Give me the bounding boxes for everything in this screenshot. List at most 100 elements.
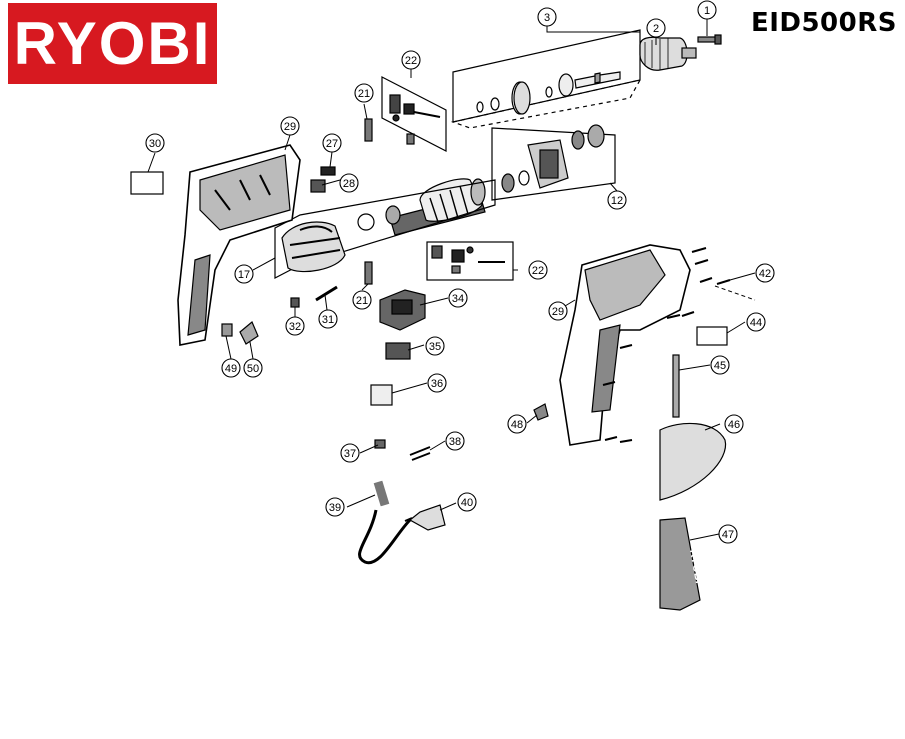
callout-number: 29: [284, 121, 296, 133]
callout-number: 34: [452, 293, 464, 305]
callout-number: 21: [356, 295, 368, 307]
callout-number: 21: [358, 88, 370, 100]
gearbox-assembly-group: [450, 29, 642, 129]
callout-number: 50: [247, 363, 259, 375]
switch-module: [385, 342, 411, 360]
callout-42: 42: [755, 263, 775, 283]
callout-47: 47: [718, 524, 738, 544]
callout-circle: [221, 358, 241, 378]
callout-number: 38: [449, 436, 461, 448]
callout-number: 29: [552, 306, 564, 318]
callout-circle: [718, 524, 738, 544]
long-screw: [315, 285, 338, 302]
callout-29: 29: [548, 301, 568, 321]
callout-17: 17: [234, 264, 254, 284]
callout-circle: [607, 190, 627, 210]
callout-circle: [318, 309, 338, 329]
callout-45: 45: [710, 355, 730, 375]
direction-selector: [221, 323, 233, 337]
callout-35: 35: [425, 336, 445, 356]
capacitor: [370, 384, 393, 406]
callout-39: 39: [325, 497, 345, 517]
callout-number: 47: [722, 529, 734, 541]
callout-circle: [427, 373, 447, 393]
brush-holder-kit-lower: [426, 241, 514, 281]
callout-number: 3: [544, 12, 550, 24]
callout-circle: [339, 173, 359, 193]
callout-number: 30: [149, 138, 161, 150]
callout-32: 32: [285, 316, 305, 336]
handle-clamp: [659, 422, 727, 501]
callout-circle: [507, 414, 527, 434]
callout-46: 46: [724, 414, 744, 434]
callout-34: 34: [448, 288, 468, 308]
nut: [290, 297, 300, 308]
chuck-screw: [697, 34, 722, 45]
callout-49: 49: [221, 358, 241, 378]
model-number: EID500RS: [750, 8, 897, 38]
callout-number: 44: [750, 317, 762, 329]
callout-circle: [425, 336, 445, 356]
callout-38: 38: [445, 431, 465, 451]
callout-21: 21: [352, 290, 372, 310]
callout-27: 27: [322, 133, 342, 153]
field-coil: [281, 221, 346, 273]
callout-number: 27: [326, 138, 338, 150]
callout-30: 30: [145, 133, 165, 153]
callout-circle: [710, 355, 730, 375]
armature-field-group: [274, 179, 496, 279]
callout-number: 2: [653, 23, 659, 35]
callout-number: 46: [728, 419, 740, 431]
callout-circle: [280, 116, 300, 136]
callout-circle: [354, 83, 374, 103]
callout-circle: [445, 431, 465, 451]
bearing-cover-group: [491, 124, 616, 201]
trigger-switch: [379, 289, 426, 331]
callout-circle: [285, 316, 305, 336]
mode-selector: [239, 321, 259, 345]
callout-circle: [322, 133, 342, 153]
callout-number: 42: [759, 268, 771, 280]
callout-circle: [340, 443, 360, 463]
callout-circle: [401, 50, 421, 70]
housing-assembled-right: [559, 244, 691, 446]
depth-rod: [672, 354, 680, 418]
warning-label: [130, 171, 164, 195]
callout-number: 40: [461, 497, 473, 509]
callout-circle: [755, 263, 775, 283]
callout-40: 40: [457, 492, 477, 512]
screws: [409, 446, 431, 461]
callout-22: 22: [401, 50, 421, 70]
callout-37: 37: [340, 443, 360, 463]
power-cord: [358, 480, 446, 565]
cord-clamp: [374, 439, 386, 449]
callout-circle: [448, 288, 468, 308]
callout-21: 21: [354, 83, 374, 103]
callout-12: 12: [607, 190, 627, 210]
callout-31: 31: [318, 309, 338, 329]
callout-3: 3: [537, 7, 557, 27]
callout-number: 48: [511, 419, 523, 431]
logo-text: RYOBI: [13, 10, 212, 77]
callout-number: 35: [429, 341, 441, 353]
housing-half-left: [177, 144, 301, 346]
callout-44: 44: [746, 312, 766, 332]
callout-number: 37: [344, 448, 356, 460]
handle-brand-text: RYOBI: [687, 548, 705, 584]
callout-1: 1: [697, 0, 717, 20]
callout-markers: 1231217212122222728292930313234353637383…: [145, 0, 775, 544]
callout-circle: [234, 264, 254, 284]
housing-screws: [602, 247, 756, 443]
ryobi-logo: RYOBI: [8, 3, 217, 84]
carbon-brush-lower: [364, 261, 373, 285]
callout-number: 49: [225, 363, 237, 375]
callout-number: 32: [289, 321, 301, 333]
callout-36: 36: [427, 373, 447, 393]
brush-holder-kit-upper: [381, 76, 447, 152]
lock-button: [310, 179, 326, 193]
callout-circle: [537, 7, 557, 27]
carbon-brush-upper: [364, 118, 373, 142]
callout-circle: [457, 492, 477, 512]
callout-number: 1: [704, 5, 710, 17]
